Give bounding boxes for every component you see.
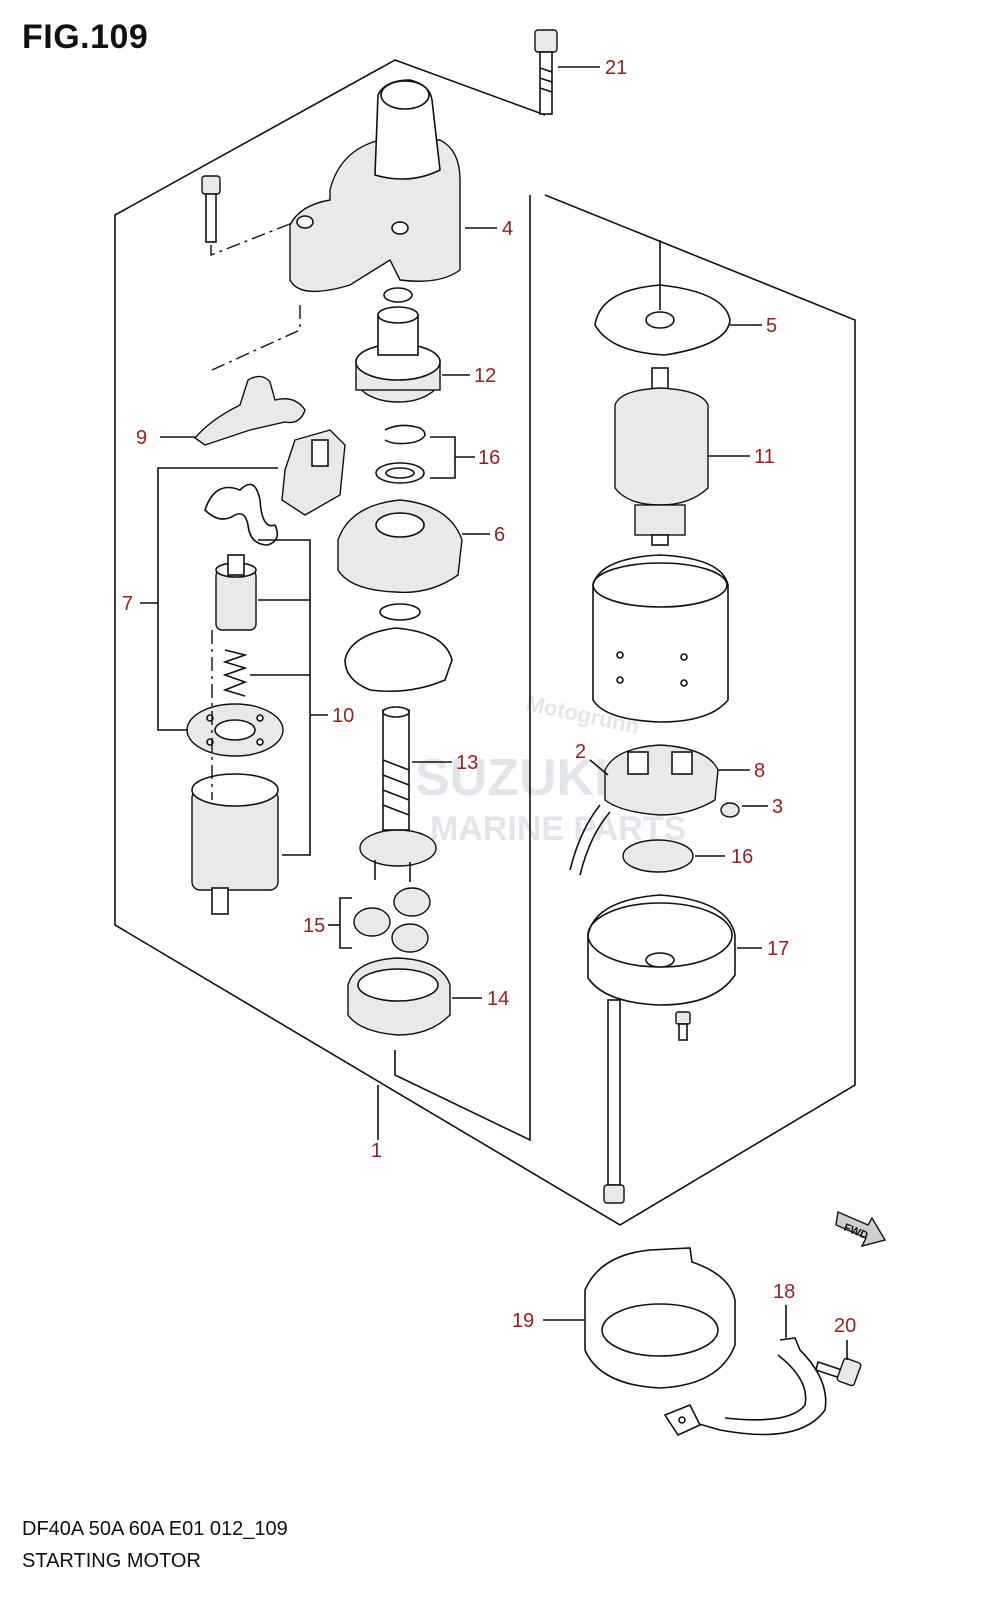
through-bolt[interactable] [603,999,625,1204]
callout-1: 1 [371,1140,382,1162]
drive-housing-6[interactable] [337,499,463,594]
clamp-band-18[interactable] [663,1337,827,1437]
snap-ring-top[interactable] [383,287,413,303]
callout-9: 9 [136,427,147,449]
watermark-brand: SUZUKI [415,749,609,807]
plunger[interactable] [215,554,257,631]
solenoid-housing-4[interactable] [289,79,461,293]
bolt-20[interactable] [815,1357,862,1387]
thrust-washer[interactable] [379,603,421,621]
callout-18: 18 [773,1281,795,1303]
armature-group-outline [394,195,531,1142]
shift-lever-9[interactable] [193,375,306,446]
callout-2: 2 [575,741,586,763]
pinion-shaft-13[interactable] [359,706,437,882]
screw-3[interactable] [720,802,740,818]
fwd-direction-badge: FWD [835,1210,887,1248]
plunger-spring[interactable] [222,649,248,697]
housing-bolt[interactable] [201,175,221,243]
internal-gear-14[interactable] [347,957,451,1036]
pinion-12[interactable] [355,306,441,403]
callout-17: 17 [767,938,789,960]
end-cover-screw[interactable] [675,1011,691,1041]
callout-19: 19 [512,1310,534,1332]
yoke[interactable] [592,554,729,723]
cover-gasket[interactable] [186,703,284,757]
figure-title: FIG.109 [22,18,149,56]
callout-5: 5 [766,315,777,337]
callout-4: 4 [502,218,513,240]
callout-14: 14 [487,988,509,1010]
snap-ring-16[interactable] [384,424,426,445]
callout-21: 21 [605,57,627,79]
callout-3: 3 [772,796,783,818]
callout-7: 7 [122,593,133,615]
planet-gears-15[interactable] [353,887,431,953]
callout-13: 13 [456,752,478,774]
callout-8: 8 [754,760,765,782]
brush-holder-8[interactable] [569,744,719,876]
callout-15: 15 [303,915,325,937]
callout-10: 10 [332,705,354,727]
callout-20: 20 [834,1315,856,1337]
bolt-21[interactable] [534,29,558,115]
solenoid-contact-plate[interactable] [281,429,346,516]
gear-plate[interactable] [344,627,453,693]
solenoid-body[interactable] [191,773,279,915]
end-plate-5[interactable] [594,284,731,356]
assembly-outline [114,59,856,1226]
callout-16a: 16 [478,447,500,469]
washer-16-right[interactable] [622,839,694,873]
starter-cover-19[interactable] [584,1247,736,1389]
callout-16b: 16 [731,846,753,868]
washer-16[interactable] [375,462,425,484]
return-wire-spring[interactable] [204,483,279,546]
figure-name: STARTING MOTOR [22,1550,201,1572]
callout-11: 11 [754,446,775,468]
armature-11[interactable] [614,367,709,546]
end-cover-17[interactable] [587,894,736,1006]
callout-12: 12 [474,365,496,387]
callout-6: 6 [494,524,505,546]
model-code: DF40A 50A 60A E01 012_109 [22,1518,288,1540]
